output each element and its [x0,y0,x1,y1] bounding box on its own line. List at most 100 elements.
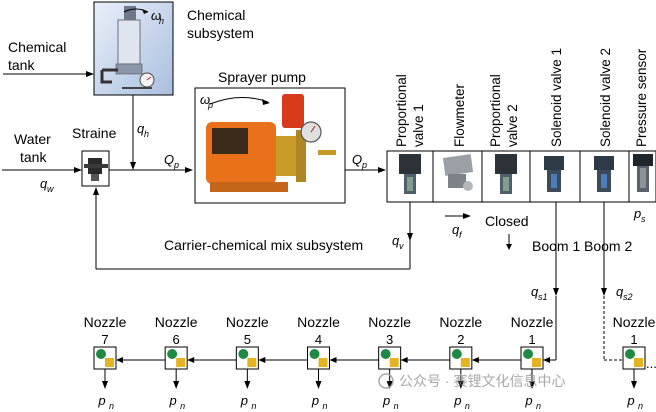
nozzle-green-cap [451,349,462,359]
pn-label: p [626,393,634,408]
nozzle-output-arrow [386,381,393,389]
pn-subscript: n [251,401,256,411]
nozzle-output-arrow [244,381,251,389]
nozzle-title: Nozzle [613,314,656,330]
boom1-pipe-arrow [187,357,195,363]
pn-label: p [453,393,461,408]
qv-label: q [392,233,400,248]
qf-subscript: f [459,230,463,240]
solenoid-valve-1-device [544,156,564,192]
valve-header-solenoid1: Solenoid valve 1 [549,48,564,147]
qf-label: q [452,222,460,237]
nozzle-number: 1 [630,332,637,347]
nozzle-output-arrow [173,381,180,389]
qs2-label: q [616,284,624,299]
omega-h-subscript: h [159,16,164,26]
nozzle-yellow-body [532,358,541,367]
boom1-pipe-arrow [329,357,337,363]
omega-p-symbol: ω p [200,92,270,110]
valve-header-prop2-a: Proportional [488,74,503,147]
pn-label: p [382,393,390,408]
strainer-box [81,150,110,187]
pressure-sensor-device [633,154,653,192]
boom1-pipe-arrow [116,357,123,363]
solenoid-valve-2-device [594,156,614,192]
nozzle-number: 3 [386,332,393,347]
nozzle-title: Nozzle [368,314,411,330]
qw-label: q [40,176,48,191]
nozzle-number: 6 [173,332,180,347]
pn-label: p [524,393,532,408]
nozzle-yellow-body [105,358,114,367]
valve-header-prop1-b: valve 1 [411,104,426,147]
nozzle-number: 4 [315,332,322,347]
qp-out-label: Q [352,152,362,167]
closed-tick-arrow [506,244,512,250]
flowmeter-device [442,154,474,191]
valve-bank [386,150,656,203]
nozzle-green-cap [625,349,635,359]
nozzle-number: 2 [457,332,464,347]
nozzle-title: Nozzle [226,314,269,330]
omega-h-symbol: ω h [123,8,164,26]
nozzle-output-arrow [102,381,108,389]
qf-arrow [463,213,471,219]
nozzle-yellow-body [176,358,186,367]
pn-label: p [240,393,248,408]
ps-label: p [633,206,641,221]
nozzle-output-arrow [457,381,464,389]
nozzle-title: Nozzle [439,314,482,330]
nozzle-yellow-body [318,358,328,367]
pn-label: p [311,393,319,408]
boom2-continuation: ... [646,356,656,371]
ps-subscript: s [641,214,646,224]
chemical-tank-label-2: tank [8,57,35,73]
valve-header-flowmeter: Flowmeter [452,83,467,147]
qp-out-subscript: p [361,160,367,170]
water-tank-arrow [74,167,82,173]
chemical-tank-arrow [86,71,94,77]
proportional-valve-2-device [495,154,517,194]
return-arrow [93,187,99,195]
nozzle-green-cap [309,349,320,359]
valve-header-solenoid2: Solenoid valve 2 [598,48,613,147]
omega-p-label: ω [200,92,210,107]
qw-subscript: w [47,184,54,194]
nozzle-number: 1 [528,332,535,347]
qp-in-label: Q [164,152,174,167]
nozzle-green-cap [523,349,533,359]
watermark-icon [378,373,394,389]
qs1-subscript: s1 [538,292,548,302]
pump-valves-arrow [378,167,386,173]
water-tank-label-1: Water [14,131,51,147]
water-tank-label-2: tank [20,149,47,165]
nozzle-green-cap [167,349,178,359]
nozzle-yellow-body [634,358,643,367]
nozzle-output-arrow [631,381,637,389]
strainer-label: Straine [72,125,117,141]
nozzle-green-cap [238,349,249,359]
nozzle-title: Nozzle [84,314,127,330]
omega-p-subscript: p [207,100,213,110]
pn-subscript: n [180,401,185,411]
pn-subscript: n [465,401,470,411]
boom1-pipe-arrow [258,357,266,363]
nozzle-green-cap [96,349,106,359]
valve-header-pressure-sensor: Pressure sensor [634,48,649,147]
sprayer-pump-label: Sprayer pump [218,69,306,85]
qh-subscript: h [144,129,149,139]
chemical-tank-label-1: Chemical [8,39,66,55]
valve-header-prop1-a: Proportional [394,74,409,147]
chemical-subsystem-label-2: subsystem [187,25,254,41]
boom1-feed-arrow [553,288,559,296]
nozzle-output-arrow [315,381,322,389]
boom2-label: Boom 2 [584,238,632,254]
nozzle-title: Nozzle [297,314,340,330]
qs2-subscript: s2 [623,292,633,302]
